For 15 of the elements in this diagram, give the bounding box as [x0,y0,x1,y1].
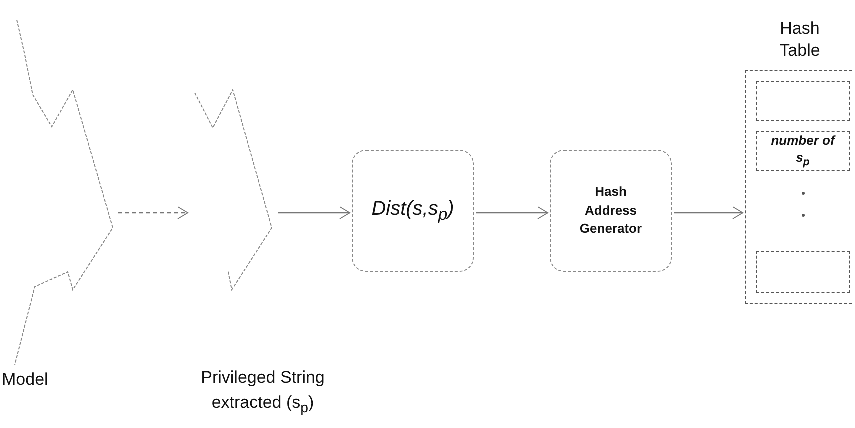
process-box [550,150,672,272]
table-slot [756,131,850,171]
arrow [278,206,350,220]
table-slot [756,251,850,293]
arrow [118,206,188,220]
caption-text: Model [2,369,50,391]
caption-text: Privileged String extracted (s$_{p}$) [200,367,326,418]
slot-label: number of s$_{p}$ [770,133,837,170]
table-heading: Hash Table [778,18,822,62]
process-box [352,150,474,272]
arrow [674,206,744,220]
table-slot [756,81,850,121]
formula-text: Dist(s,s$_{p}$) [372,198,454,224]
arrow [476,206,548,220]
box-label: Hash Address Generator [578,182,644,238]
